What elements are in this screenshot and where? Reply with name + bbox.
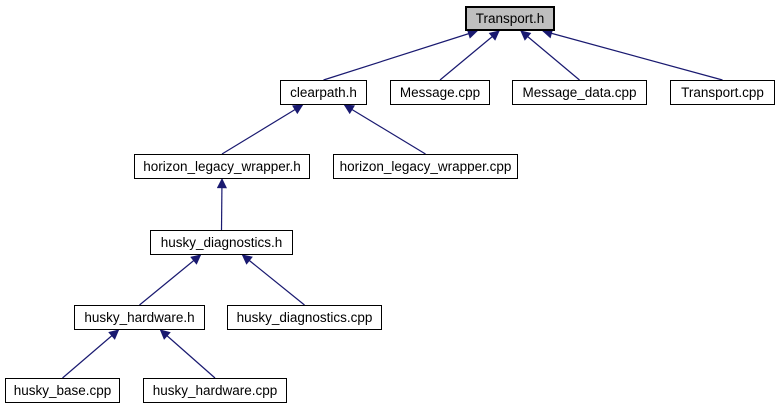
graph-node-label: Transport.h (475, 11, 545, 26)
graph-node-horizon_legacy_wrapper_h[interactable]: horizon_legacy_wrapper.h (134, 154, 310, 179)
graph-node-label: horizon_legacy_wrapper.h (143, 159, 301, 174)
graph-node-label: clearpath.h (290, 85, 357, 100)
graph-node-transport_cpp[interactable]: Transport.cpp (670, 80, 775, 105)
graph-edge-clearpath_h-to-transport_h (323, 28, 478, 81)
graph-node-label: husky_hardware.cpp (152, 383, 278, 398)
graph-node-transport_h[interactable]: Transport.h (465, 6, 555, 31)
graph-node-label: Message.cpp (399, 85, 481, 100)
graph-edge-husky_hardware_h-to-husky_diagnostics_h (139, 254, 202, 306)
graph-edge-message_cpp-to-transport_h (439, 30, 500, 81)
graph-node-clearpath_h[interactable]: clearpath.h (280, 80, 367, 105)
graph-edge-husky_diagnostics_h-to-horizon_legacy_wrapper_h (216, 177, 228, 231)
graph-node-husky_hardware_h[interactable]: husky_hardware.h (74, 305, 205, 330)
graph-node-message_cpp[interactable]: Message.cpp (390, 80, 490, 105)
graph-edge-husky_hardware_cpp-to-husky_hardware_h (159, 329, 216, 379)
graph-node-message_data_cpp[interactable]: Message_data.cpp (512, 80, 647, 105)
graph-node-label: husky_diagnostics.h (160, 235, 283, 250)
graph-edge-husky_base_cpp-to-husky_hardware_h (62, 329, 120, 379)
graph-node-husky_base_cpp[interactable]: husky_base.cpp (5, 378, 120, 403)
graph-node-husky_hardware_cpp[interactable]: husky_hardware.cpp (143, 378, 287, 403)
graph-node-label: husky_hardware.h (84, 310, 195, 325)
graph-node-label: Message_data.cpp (522, 85, 637, 100)
graph-node-husky_diagnostics_h[interactable]: husky_diagnostics.h (150, 230, 293, 255)
graph-node-label: husky_base.cpp (13, 383, 112, 398)
graph-node-husky_diagnostics_cpp[interactable]: husky_diagnostics.cpp (227, 305, 382, 330)
graph-edge-husky_diagnostics_cpp-to-husky_diagnostics_h (241, 254, 305, 306)
graph-edge-horizon_legacy_wrapper_h-to-clearpath_h (221, 104, 304, 155)
graph-node-label: Transport.cpp (681, 85, 764, 100)
graph-edge-transport_cpp-to-transport_h (542, 28, 723, 81)
graph-node-label: husky_diagnostics.cpp (236, 310, 373, 325)
graph-edge-message_data_cpp-to-transport_h (520, 30, 580, 81)
graph-edge-horizon_legacy_wrapper_cpp-to-clearpath_h (343, 104, 426, 155)
graph-node-horizon_legacy_wrapper_cpp[interactable]: horizon_legacy_wrapper.cpp (333, 154, 518, 179)
graph-node-label: horizon_legacy_wrapper.cpp (339, 159, 512, 174)
